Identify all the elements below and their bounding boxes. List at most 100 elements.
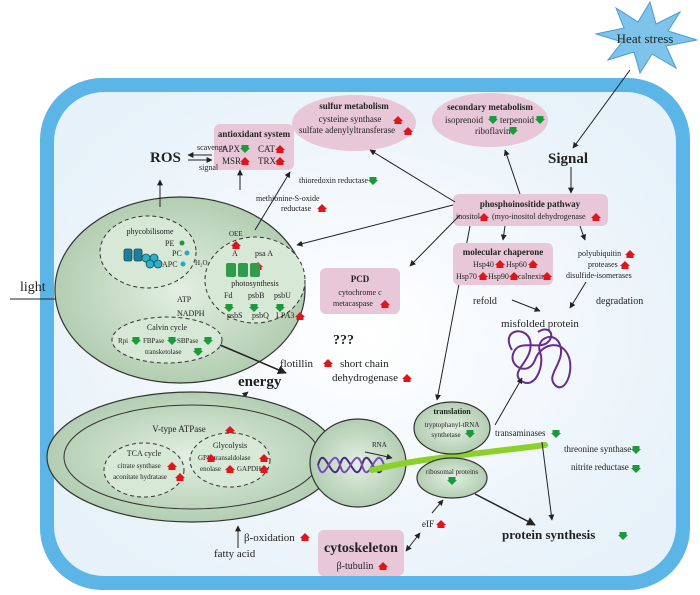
mrna-strand	[369, 442, 548, 473]
riboflavin: riboflavin	[475, 126, 511, 136]
protein-synthesis: protein synthesis	[502, 527, 595, 542]
psbu-label: psbU	[274, 291, 291, 300]
antioxidant-title: antioxidant system	[218, 129, 291, 139]
trna-synthetase-l1: tryptophanyl-tRNA	[425, 421, 480, 429]
degradation-label: degradation	[596, 296, 643, 307]
gapdh-label: GAPDH	[237, 465, 261, 473]
trx: TRX	[258, 156, 277, 166]
phycobilisome-ellipse	[99, 215, 197, 289]
light-label: light	[20, 280, 46, 295]
calvin-label: Calvin cycle	[147, 323, 188, 332]
aconitate-hydratase: aconitate hydratase	[113, 473, 167, 481]
nadph-label: NADPH	[177, 309, 205, 318]
oee-label: OEE	[229, 230, 243, 238]
metacaspase: metacaspase	[333, 299, 373, 308]
hsp70: Hsp70	[456, 272, 477, 281]
rpi-label: Rpi	[118, 337, 128, 345]
pc-label: PC	[172, 249, 182, 258]
disulfide-isomerases: disulfide-isomerases	[566, 271, 632, 280]
polyubiquitin: polyubiquitin	[578, 249, 621, 258]
hsp90: Hsp90	[488, 272, 509, 281]
inositol: inositol	[456, 212, 481, 221]
chaperone-title: molecular chaperone	[463, 247, 543, 257]
pe-label: PE	[165, 239, 174, 248]
pcd-title: PCD	[351, 274, 370, 284]
transketolase-label: transketolase	[145, 348, 182, 356]
gpi-label: GPI	[198, 454, 210, 462]
calnexin: calnexin	[518, 272, 545, 281]
cytoskeleton-title: cytoskeleton	[324, 541, 398, 556]
fbpase-label: FBPase	[143, 337, 164, 345]
fatty-acid: fatty acid	[214, 548, 256, 560]
pc-dot-icon	[184, 250, 190, 256]
sulfur-metabolism-box	[292, 95, 416, 151]
pe-dot-icon	[179, 240, 185, 246]
citrate-synthase: citrate synthase	[117, 462, 160, 470]
ros-signal: signal	[199, 163, 219, 172]
cytochrome-c: cytochrome c	[338, 288, 382, 297]
refold-label-text: refold	[473, 296, 497, 307]
hsp40: Hsp40	[473, 260, 494, 269]
nitrite-reductase: nitrite reductase	[571, 462, 629, 472]
fd-label: Fd	[224, 291, 232, 300]
hsp60: Hsp60	[506, 260, 527, 269]
msr-reductase-l1: methionine-S-oxide	[256, 194, 320, 203]
beta-tubulin: β-tubulin	[337, 561, 374, 572]
misfolded-protein-label: misfolded protein	[501, 318, 579, 330]
pcd-box	[320, 268, 400, 314]
trna-synthetase-l2: synthetase	[431, 431, 460, 439]
msr-reductase-l2: reductase	[281, 204, 312, 213]
antioxidant-box	[214, 124, 294, 170]
apx: APX	[222, 144, 241, 154]
apc-label: APC	[162, 260, 178, 269]
sulfate-adenylyltransferase: sulfate adenylyltransferase	[299, 125, 395, 135]
phycobilisome-label: phycobilisome	[126, 227, 174, 236]
psbq-label: psbQ	[252, 311, 269, 320]
translation-title: translation	[433, 407, 471, 416]
a-label: A	[232, 249, 238, 258]
thioredoxin-reductase: thioredoxin reductase	[299, 176, 369, 185]
terpenoid: terpenoid	[500, 115, 534, 125]
photosystem-icon	[226, 263, 260, 277]
photosynthesis-label: photosynthesis	[231, 279, 279, 288]
short-chain: short chain	[340, 358, 389, 370]
flotillin: flotillin	[280, 358, 314, 370]
myo-inositol: (myo-inositol dehydrogenase	[492, 212, 586, 221]
vatpase-label: V-type ATPase	[152, 424, 205, 434]
enolase-label: enolase	[200, 465, 221, 473]
rna-label: RNA	[372, 441, 387, 449]
glycolysis-label: Glycolysis	[213, 441, 247, 450]
energy-label: energy	[238, 374, 282, 390]
psaa-label: psa A	[255, 249, 273, 258]
psbs-label: psbS	[227, 311, 243, 320]
transaldolase-label: transaldolase	[214, 454, 251, 462]
atp-label: ATP	[177, 295, 192, 304]
cat: CAT	[258, 144, 276, 154]
beta-oxidation: β-oxidation	[244, 532, 295, 544]
sbpase-label: SBPase	[177, 337, 198, 345]
glycolysis-ellipse	[189, 432, 271, 488]
phycobilisome-icon	[123, 248, 163, 269]
heat-stress-star	[594, 0, 698, 75]
tca-ellipse	[103, 442, 185, 498]
dna-helix-strand-icon	[317, 456, 385, 474]
threonine-synthase: threonine synthase	[564, 444, 631, 454]
cysteine-synthase: cysteine synthase	[319, 114, 382, 124]
transaminases: transaminases	[495, 428, 546, 438]
heat-stress-label: Heat stress	[617, 31, 674, 46]
phosphoinositide-box	[453, 194, 608, 226]
misfolded-protein-squiggle	[507, 328, 572, 389]
question-marks: ???	[333, 333, 354, 348]
ros-scavenge: scavenge	[197, 143, 227, 152]
msr: MSR	[222, 156, 241, 166]
proteases: proteases	[588, 260, 618, 269]
ribosome-large-subunit	[413, 401, 491, 455]
secondary-title: secondary metabolism	[447, 102, 533, 112]
ros-label: ROS	[150, 150, 181, 166]
psbb-label: psbB	[248, 291, 264, 300]
tca-label: TCA cycle	[127, 449, 162, 458]
photosynthesis-ellipse	[204, 236, 306, 324]
ribosomal-proteins: ribosomal proteins	[426, 468, 479, 476]
signal-label: Signal	[548, 151, 588, 167]
